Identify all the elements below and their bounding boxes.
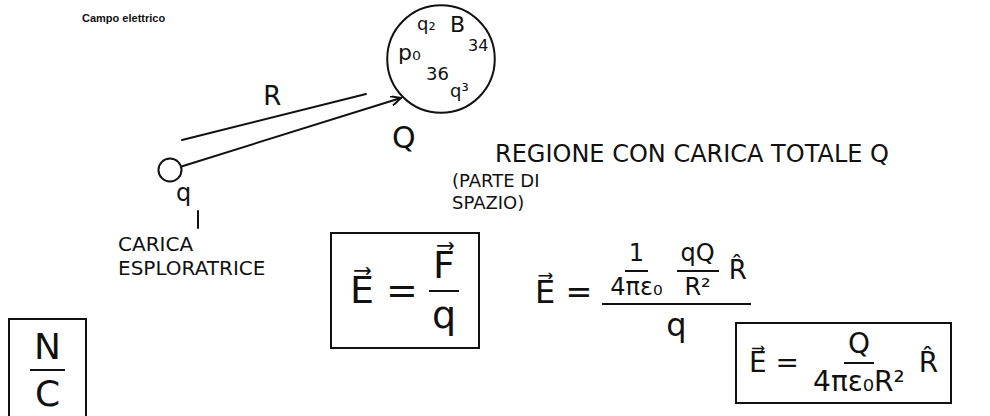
charge-scribble: B bbox=[450, 12, 465, 38]
region-note: REGIONE CON CARICA TOTALE Q bbox=[495, 140, 889, 169]
main-fraction: 1 4πε₀ qQ R² R̂ q bbox=[602, 240, 751, 344]
charge-scribble: p₀ bbox=[398, 40, 421, 66]
charge-circle-outline bbox=[158, 158, 182, 182]
denominator: 4πε₀ bbox=[606, 272, 666, 302]
unit-vector: R̂ bbox=[729, 256, 747, 286]
denominator: C bbox=[31, 371, 64, 414]
field-symbol: E⃗ = bbox=[535, 274, 592, 311]
leader-line bbox=[197, 211, 199, 228]
charge-scribble: 36 bbox=[426, 63, 449, 85]
charge-fraction: qQ R² bbox=[677, 240, 719, 301]
unit-box: NC bbox=[8, 318, 87, 416]
denominator: R² bbox=[680, 272, 714, 302]
total-charge-label: Q bbox=[392, 121, 416, 156]
numerator: 1 4πε₀ qQ R² R̂ bbox=[602, 240, 751, 305]
charge-symbol: Q bbox=[848, 328, 870, 360]
denominator: 4πε₀R² bbox=[809, 364, 909, 398]
formula-text: R² bbox=[684, 274, 710, 302]
constant-fraction: 1 4πε₀ bbox=[606, 240, 666, 301]
formula-box: E⃗ = F⃗ q bbox=[330, 232, 480, 349]
denominator: q bbox=[662, 305, 690, 344]
region-note: (PARTE DI SPAZIO) bbox=[452, 170, 572, 213]
distance-label: R bbox=[261, 82, 283, 111]
result-box: E⃗ = Q 4πε₀R² R̂ bbox=[735, 322, 952, 404]
unit-vector: R̂ bbox=[919, 347, 938, 379]
numerator: N bbox=[30, 326, 65, 371]
charge-circle: q bbox=[158, 158, 182, 182]
page-title: Campo elettrico bbox=[82, 12, 165, 25]
numerator: Q bbox=[844, 328, 874, 364]
field-symbol: E⃗ = bbox=[749, 347, 799, 379]
formula-text: 4πε₀ bbox=[610, 274, 662, 302]
unit-text: N bbox=[34, 326, 61, 367]
denominator: q bbox=[428, 292, 460, 338]
formula-fraction: Q 4πε₀R² bbox=[809, 328, 909, 398]
force-symbol: F⃗ bbox=[433, 244, 455, 288]
field-symbol: E⃗ = bbox=[350, 269, 418, 313]
formula-fraction: F⃗ q bbox=[428, 244, 460, 337]
charge-scribble: 34 bbox=[468, 36, 488, 55]
charge-symbol: q bbox=[666, 307, 686, 344]
unit-text: C bbox=[35, 373, 60, 414]
formula-text: qQ bbox=[681, 240, 715, 268]
connector-arrow bbox=[181, 98, 400, 166]
charge-scribble: q³ bbox=[450, 80, 469, 102]
formula-text: 1 bbox=[629, 240, 644, 268]
charge-scribble: q₂ bbox=[417, 13, 436, 35]
charge-symbol: q bbox=[432, 294, 456, 338]
denominator-text: 4πε₀R² bbox=[813, 366, 905, 398]
derivation-formula: E⃗ = 1 4πε₀ qQ R² R̂ q bbox=[535, 240, 751, 344]
test-charge-label: q bbox=[176, 180, 191, 208]
numerator: 1 bbox=[625, 240, 648, 272]
unit-fraction: NC bbox=[30, 326, 65, 415]
numerator: qQ bbox=[677, 240, 719, 272]
test-charge-note: CARICA ESPLORATRICE bbox=[118, 232, 308, 280]
numerator: F⃗ bbox=[429, 244, 459, 292]
